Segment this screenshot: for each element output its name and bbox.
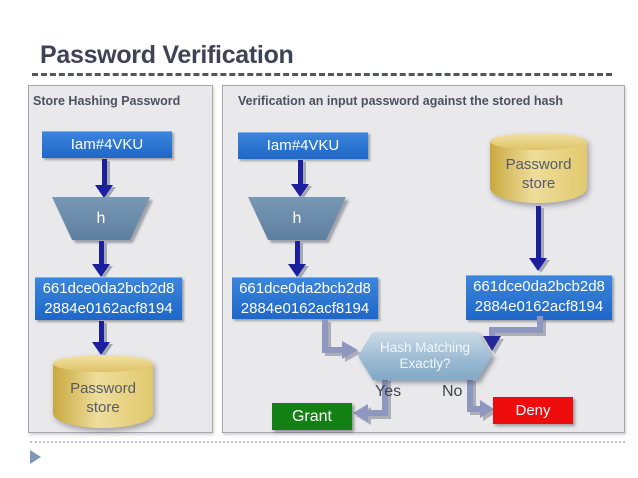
triangle-bullet-icon — [30, 450, 41, 464]
left-hash-value-line1: 661dce0da2bcb2d8 — [42, 280, 175, 297]
stored-hash-line1: 661dce0da2bcb2d8 — [473, 278, 605, 295]
hash-matching-decision-node: Hash Matching Exactly? — [358, 332, 492, 380]
left-store-label-line1: Password — [70, 379, 136, 397]
title-dashed-underline — [32, 73, 612, 76]
decision-line2: Exactly? — [399, 356, 451, 371]
arrow-left-hash-to-digest-icon — [92, 241, 110, 277]
grant-box: Grant — [272, 403, 352, 430]
stored-hash-line2: 2884e0162acf8194 — [474, 298, 604, 315]
left-hash-value-line2: 2884e0162acf8194 — [44, 300, 173, 317]
arrow-right-hash-to-digest-icon — [288, 241, 306, 277]
left-password-store-cylinder: Password store — [53, 355, 153, 428]
arrow-left-password-to-hash-icon — [95, 159, 113, 198]
right-hash-function-label: h — [292, 209, 302, 227]
no-branch-label: No — [442, 383, 463, 400]
yes-branch-label: Yes — [375, 383, 402, 400]
computed-hash-line1: 661dce0da2bcb2d8 — [239, 280, 371, 297]
arrow-right-password-to-hash-icon — [291, 160, 309, 197]
right-store-label-line1: Password — [505, 156, 572, 173]
left-hash-function-node: h — [52, 197, 150, 240]
right-store-label-line2: store — [521, 175, 556, 192]
arrow-store-to-stored-hash-icon — [529, 206, 547, 271]
computed-hash-line2: 2884e0162acf8194 — [240, 300, 370, 317]
bottom-dotted-divider — [30, 441, 625, 443]
left-hash-function-label: h — [96, 209, 106, 227]
left-hash-value-box: 661dce0da2bcb2d8 2884e0162acf8194 — [35, 277, 182, 320]
stored-hash-box: 661dce0da2bcb2d8 2884e0162acf8194 — [466, 275, 612, 320]
store-hashing-panel-header: Store Hashing Password — [33, 94, 181, 108]
right-hash-function-node: h — [248, 197, 346, 240]
right-password-store-cylinder: Password store — [490, 133, 587, 203]
verification-panel-header: Verification an input password against t… — [238, 94, 564, 108]
right-password-box: Iam#4VKU — [238, 132, 368, 159]
page-title: Password Verification — [40, 41, 294, 69]
decision-line1: Hash Matching — [379, 340, 471, 355]
computed-hash-box: 661dce0da2bcb2d8 2884e0162acf8194 — [232, 277, 378, 319]
left-password-box: Iam#4VKU — [42, 131, 172, 158]
arrow-left-digest-to-store-icon — [92, 321, 110, 355]
deny-box: Deny — [493, 397, 573, 424]
left-store-label-line2: store — [86, 398, 120, 416]
